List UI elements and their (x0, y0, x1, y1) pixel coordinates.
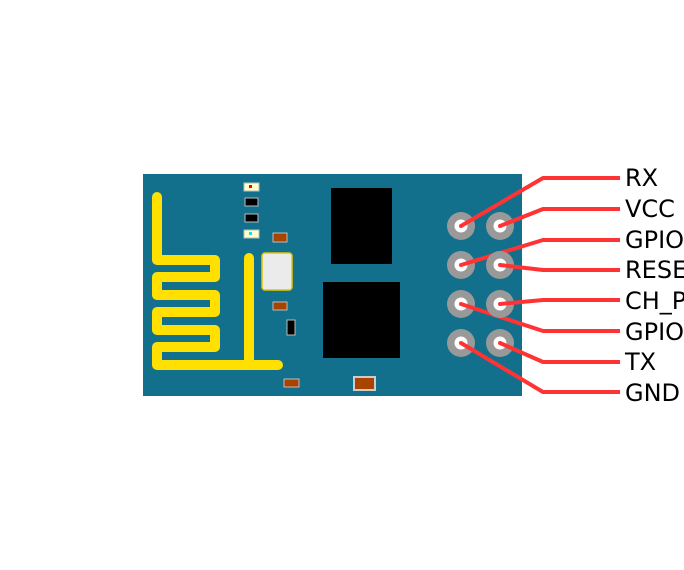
smd-components (243, 182, 400, 391)
wire (459, 341, 620, 394)
pin-label-rx: RX (625, 164, 658, 192)
flash-chip (331, 188, 392, 264)
smd-part (286, 319, 296, 336)
wire-overlay (459, 341, 476, 353)
wire (460, 302, 620, 333)
pin-label-gpio2: GPIO (625, 318, 684, 346)
pin-label-ch-pd: CH_P (625, 287, 684, 315)
wire-overlay (499, 263, 517, 269)
resistor (272, 301, 288, 311)
pcb-antenna (152, 192, 283, 370)
wire-overlay (499, 218, 516, 228)
capacitor (353, 376, 376, 391)
wire (499, 298, 620, 306)
esp8266-chip (323, 282, 400, 358)
wire-overlay (460, 258, 477, 267)
led-red-dot (249, 185, 252, 188)
pin-label-tx: TX (624, 348, 656, 376)
wire (460, 238, 620, 267)
header-pins (447, 212, 517, 357)
resistor (272, 232, 288, 243)
smd-part (244, 213, 259, 223)
wire-overlay (499, 300, 517, 306)
wire-overlay (499, 341, 516, 352)
resistor (283, 378, 300, 388)
pin-label-reset: RESE (625, 256, 684, 284)
pin-label-vcc: VCC (625, 195, 675, 223)
wire-overlay (459, 216, 476, 228)
smd-part (244, 197, 259, 207)
wire (459, 176, 620, 228)
pin-labels: RX VCC GPIO RESE CH_P GPIO TX GND (624, 164, 684, 407)
wire-overlay (460, 302, 477, 311)
led-cyan-dot (249, 232, 252, 235)
pin-label-gpio0: GPIO (625, 226, 684, 254)
crystal (261, 252, 293, 291)
pin-label-gnd: GND (625, 379, 680, 407)
